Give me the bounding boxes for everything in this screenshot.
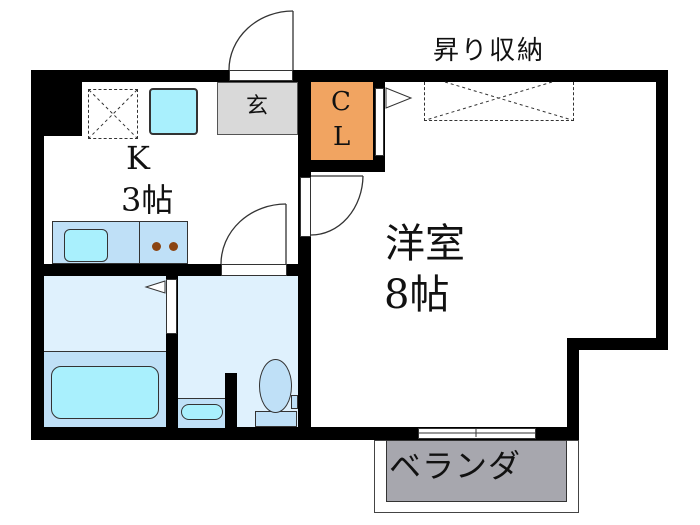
wall-top-left-block [31, 70, 82, 136]
bath-door-triangle-icon [144, 280, 166, 294]
loft-storage-label: 昇り収納 [433, 36, 546, 66]
balcony-area [386, 440, 567, 502]
refrigerator-cross-icon [88, 89, 138, 139]
front-door-opening[interactable] [229, 70, 293, 81]
washing-machine-pan [149, 88, 198, 135]
closet-door-triangle-icon [385, 87, 413, 109]
closet-label-c: C [331, 87, 351, 117]
loft-storage-cross-icon [425, 81, 573, 121]
loft-storage-outline [424, 82, 574, 121]
washbasin [181, 404, 223, 420]
kitchen-size: 3帖 [121, 181, 174, 219]
wall-right-lower [567, 338, 579, 440]
toilet-paper-holder [291, 395, 298, 409]
wall-right [656, 70, 668, 350]
kitchen-label: K [126, 139, 150, 177]
wall-left [31, 70, 44, 440]
washroom-door-swing-icon [220, 203, 287, 265]
wall-divider-vertical [298, 70, 311, 440]
front-door-swing-icon [228, 10, 294, 71]
entrance-area [217, 82, 298, 135]
wall-washroom-stub [225, 373, 237, 427]
western-room-label: 洋室 [385, 221, 465, 267]
wall-top [31, 70, 668, 82]
balcony-window-tracks [418, 429, 536, 437]
wall-step [567, 338, 668, 350]
stove-burner-2 [169, 242, 178, 251]
wall-closet-bottom [311, 160, 385, 172]
refrigerator-space [88, 89, 138, 139]
bath-door-opening[interactable] [166, 279, 177, 334]
room-door-opening[interactable] [300, 177, 311, 237]
washroom-door-opening[interactable] [221, 264, 287, 276]
toilet-bowl [259, 359, 292, 413]
room-door-swing-icon [310, 175, 364, 236]
closet-label-l: L [333, 122, 351, 152]
stove-divider [139, 221, 140, 264]
closet-area [311, 82, 373, 160]
balcony-label: ベランダ [389, 447, 522, 485]
western-room-size: 8帖 [384, 272, 450, 318]
closet-door-opening[interactable] [375, 88, 384, 156]
stove-burner-1 [152, 242, 161, 251]
entrance-label: 玄 [246, 94, 269, 119]
kitchen-sink [64, 229, 108, 262]
bathtub [51, 366, 159, 419]
